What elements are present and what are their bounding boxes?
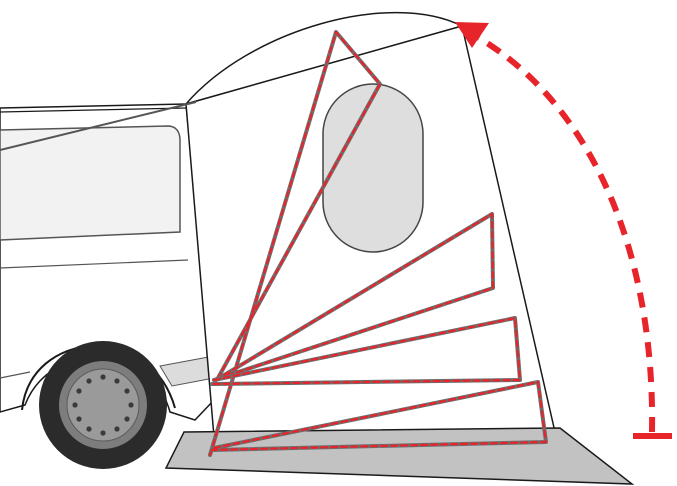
pole-positions xyxy=(208,30,548,457)
van-side-skirt xyxy=(0,371,31,379)
curved-double-arrow-icon xyxy=(455,22,672,439)
hubcap-icon xyxy=(66,368,140,442)
van-side-window xyxy=(0,125,181,241)
van-wheel xyxy=(21,341,176,469)
van-belt-line xyxy=(0,259,189,269)
van-roof-line xyxy=(0,107,187,113)
wheel-bolts xyxy=(72,374,134,436)
ground-sheet xyxy=(164,427,635,485)
arrow-head xyxy=(455,22,489,48)
tent-window xyxy=(322,83,424,253)
tent-roof xyxy=(183,11,465,106)
van-window-guy-line xyxy=(0,101,197,151)
arrow-arc xyxy=(470,31,656,433)
van xyxy=(0,103,215,421)
